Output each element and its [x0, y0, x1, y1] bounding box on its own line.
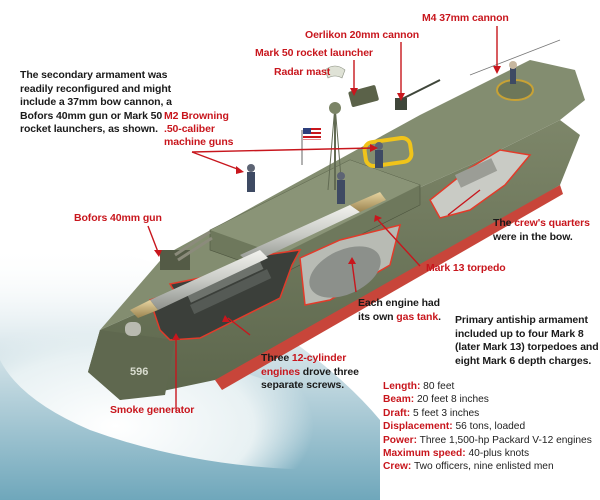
note-text: .: [438, 310, 441, 323]
note-highlight: gas tank: [396, 310, 439, 323]
label-oerlikon-20mm-cannon: Oerlikon 20mm cannon: [305, 29, 420, 41]
note-line: The secondary armament was: [20, 69, 168, 81]
spec-beam: Beam: 20 feet 8 inches: [383, 393, 592, 406]
spec-key: Displacement:: [383, 421, 453, 433]
note-text: its own: [358, 310, 397, 323]
torpedo: [240, 192, 386, 264]
specifications-list: Length: 80 feet Beam: 20 feet 8 inches D…: [383, 380, 592, 474]
label-mark-13-torpedo: Mark 13 torpedo: [426, 262, 506, 274]
note-text: The: [493, 217, 515, 229]
note-highlight: engines: [261, 365, 300, 378]
spec-key: Power:: [383, 434, 417, 446]
note-gas-tank: Each engine had its own gas tank.: [358, 297, 441, 324]
note-engines: Three 12-cylinder engines drove three se…: [261, 352, 359, 393]
spec-key: Draft:: [383, 407, 411, 419]
note-line: Bofors 40mm gun or Mark 50: [20, 109, 163, 122]
spec-value: Two officers, nine enlisted men: [411, 461, 554, 473]
spec-value: Three 1,500-hp Packard V-12 engines: [416, 434, 592, 446]
spec-key: Beam:: [383, 394, 415, 406]
spec-maximum-speed: Maximum speed: 40-plus knots: [383, 447, 592, 460]
spec-value: 5 feet 3 inches: [410, 407, 480, 419]
spec-value: 56 tons, loaded: [452, 421, 526, 433]
note-crew-quarters: The crew's quarters were in the bow.: [493, 217, 590, 244]
us-flag: [301, 128, 321, 165]
note-text: Each engine had: [358, 297, 440, 309]
spec-draft: Draft: 5 feet 3 inches: [383, 407, 592, 420]
note-text: drove three: [299, 365, 359, 378]
label-m2-line3: machine guns: [164, 136, 234, 148]
label-m2-browning-machine-guns: M2 Browning .50-caliber machine guns: [164, 110, 234, 149]
spec-key: Maximum speed:: [383, 448, 466, 460]
note-line: eight Mark 6 depth charges.: [455, 354, 592, 367]
note-line: (later Mark 13) torpedoes and: [455, 341, 599, 353]
spec-power: Power: Three 1,500-hp Packard V-12 engin…: [383, 434, 592, 447]
note-text: separate screws.: [261, 379, 345, 391]
spec-value: 20 feet 8 inches: [414, 394, 489, 406]
label-m4-37mm-cannon: M4 37mm cannon: [422, 12, 509, 24]
note-line: readily reconfigured and might: [20, 82, 172, 95]
note-line: Primary antiship armament: [455, 314, 588, 326]
label-m2-line1: M2 Browning: [164, 110, 229, 122]
spec-value: 80 feet: [420, 381, 455, 392]
spec-displacement: Displacement: 56 tons, loaded: [383, 420, 592, 433]
label-m2-line2: .50-caliber: [164, 123, 215, 135]
note-primary-armament: Primary antiship armament included up to…: [455, 314, 599, 368]
spec-key: Length:: [383, 381, 421, 392]
torpedo: [130, 250, 268, 318]
hull-number: 596: [130, 366, 148, 378]
note-secondary-armament: The secondary armament was readily recon…: [20, 69, 172, 137]
note-line: include a 37mm bow cannon, a: [20, 96, 172, 108]
label-smoke-generator: Smoke generator: [110, 404, 195, 416]
note-highlight: crew's quarters: [514, 217, 590, 229]
note-text: Three: [261, 352, 292, 364]
label-mark-50-rocket-launcher: Mark 50 rocket launcher: [255, 47, 373, 59]
note-line: rocket launchers, as shown.: [20, 123, 158, 135]
spec-key: Crew:: [383, 461, 412, 473]
spec-value: 40-plus knots: [465, 448, 530, 460]
note-line: included up to four Mark 8: [455, 327, 584, 340]
note-text: were in the bow.: [493, 230, 573, 243]
spec-length: Length: 80 feet: [383, 380, 592, 393]
label-radar-mast: Radar mast: [274, 66, 331, 78]
label-bofors-40mm-gun: Bofors 40mm gun: [74, 212, 162, 224]
spec-crew: Crew: Two officers, nine enlisted men: [383, 460, 592, 473]
note-highlight: 12-cylinder: [291, 352, 347, 364]
